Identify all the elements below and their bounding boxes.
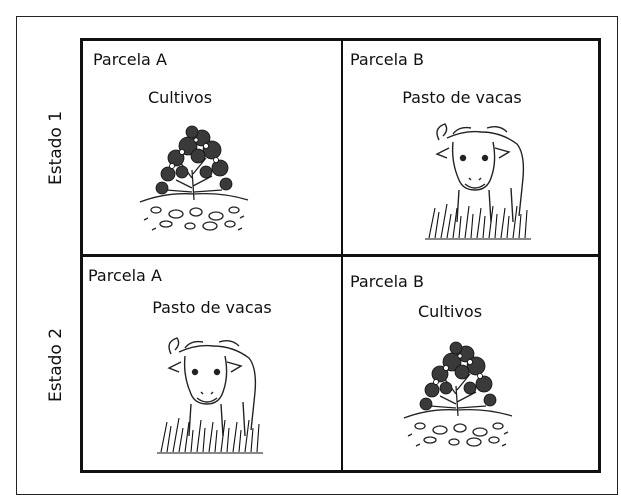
- land-use-label: Cultivos: [147, 88, 213, 107]
- plot-title: Parcela B: [350, 272, 424, 291]
- land-use-label: Pasto de vacas: [152, 298, 272, 317]
- crop-plant-icon: [403, 341, 513, 447]
- plot-grid: [80, 38, 601, 473]
- cow-icon: [157, 337, 263, 454]
- land-use-label: Pasto de vacas: [402, 88, 522, 107]
- row-label-estado-1: Estado 1: [46, 110, 66, 186]
- cow-icon: [425, 123, 531, 240]
- plot-title: Parcela A: [88, 266, 162, 285]
- grid-horizontal-divider: [83, 254, 598, 257]
- plot-title: Parcela B: [350, 50, 424, 69]
- land-use-label: Cultivos: [417, 302, 483, 321]
- plot-title: Parcela A: [93, 50, 167, 69]
- row-label-estado-2: Estado 2: [46, 327, 66, 403]
- crop-plant-icon: [139, 125, 249, 231]
